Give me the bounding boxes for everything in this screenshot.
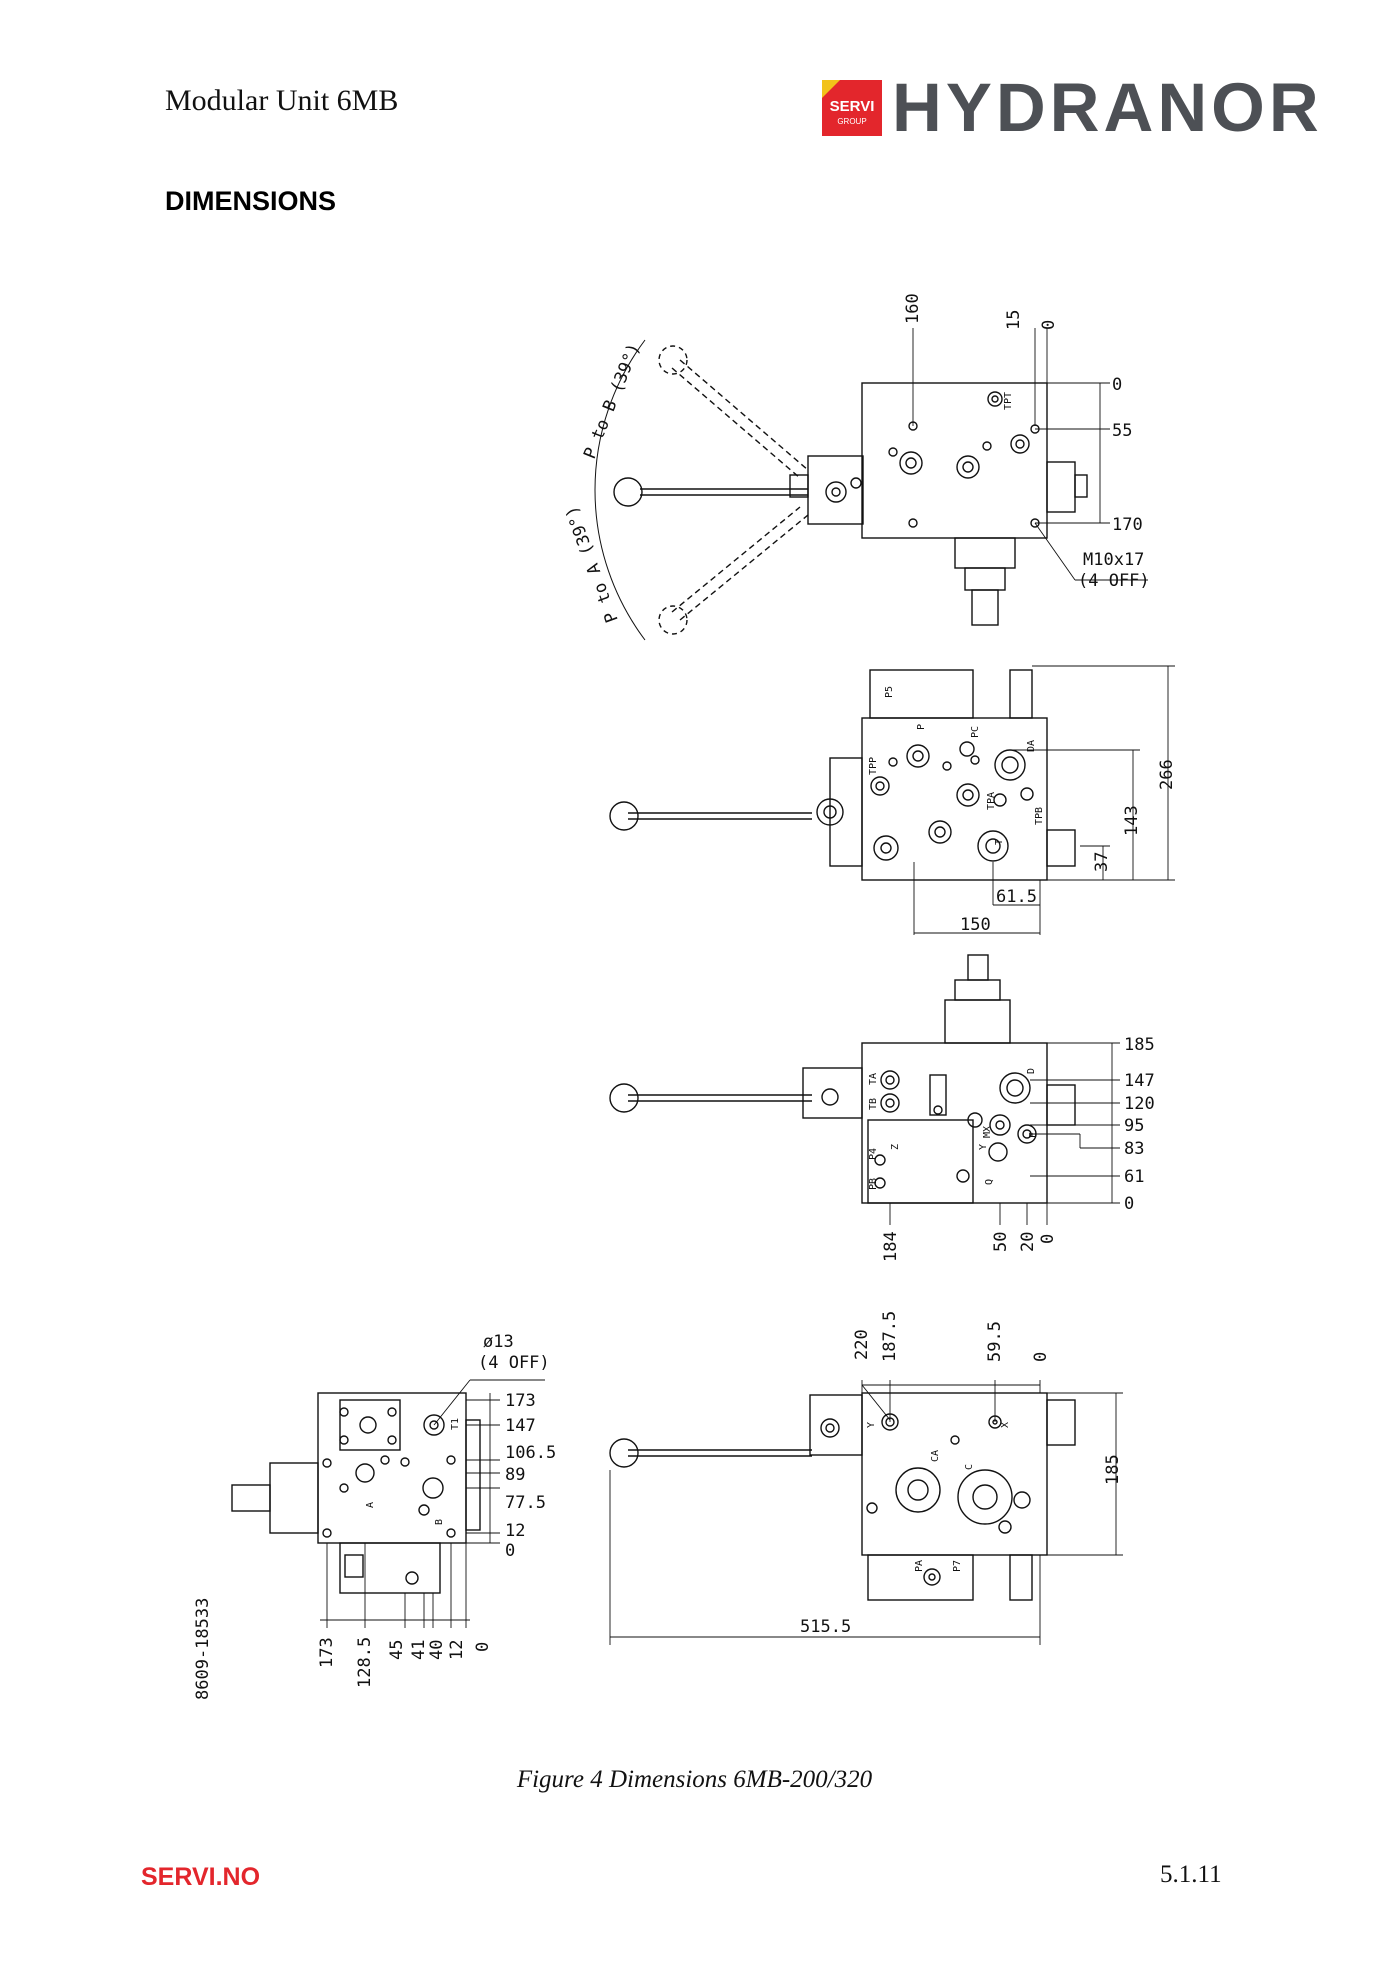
v4-port-y: Y: [866, 1422, 877, 1428]
v3-port-mx: MX: [982, 1126, 993, 1138]
v5-dim-right-3: 106.5: [505, 1443, 556, 1463]
footer-page-number: 5.1.11: [1160, 1861, 1222, 1888]
v2-dim-right-2: 143: [1122, 805, 1142, 836]
v4-port-x: X: [1000, 1422, 1011, 1428]
v1-port-label: TPT: [1003, 392, 1014, 410]
v1-note-line2: (4 OFF): [1078, 571, 1150, 591]
v4-port-p7: P7: [952, 1560, 963, 1572]
v4-dim-top-3: 59.5: [985, 1321, 1005, 1362]
v5-port-t1: T1: [450, 1418, 461, 1430]
v4-dim-right-1: 185: [1103, 1454, 1123, 1485]
v1-dim-top-1: 160: [903, 293, 923, 324]
v2-dim-right-3: 37: [1092, 852, 1112, 872]
v2-port-da: DA: [1026, 740, 1037, 752]
v1-arc-label-b: P to B (39°): [580, 340, 645, 461]
v3-dim-bottom-3: 20: [1018, 1232, 1038, 1252]
v2-dim-right-1: 266: [1157, 759, 1177, 790]
v4-dim-top-2: 187.5: [880, 1311, 900, 1362]
v2-port-t: T: [994, 839, 1005, 845]
v3-port-ta: TA: [868, 1073, 879, 1085]
v5-dim-bottom-7: 0: [473, 1642, 493, 1652]
hydranor-logo: SERVI GROUP HYDRANOR: [822, 72, 1332, 144]
v1-dim-right-1: 0: [1112, 375, 1122, 395]
v4-port-pa: PA: [914, 1560, 925, 1572]
logo-badge-subtext: GROUP: [837, 117, 866, 126]
v5-dim-bottom-6: 12: [447, 1640, 467, 1660]
v2-port-pc: PC: [970, 726, 981, 738]
v4-port-c: C: [964, 1464, 975, 1470]
servi-group-logo-icon: SERVI GROUP: [822, 80, 882, 136]
v1-dim-right-2: 55: [1112, 421, 1132, 441]
v4-dim-top-1: 220: [852, 1329, 872, 1360]
document-title: Modular Unit 6MB: [165, 84, 399, 117]
logo-badge-text: SERVI: [830, 98, 875, 115]
v5-dim-right-2: 147: [505, 1416, 536, 1436]
v1-dim-top-2: 15: [1004, 310, 1024, 330]
v5-dim-bottom-3: 45: [387, 1640, 407, 1660]
v3-port-pb: PB: [868, 1178, 879, 1190]
v5-dim-right-6: 12: [505, 1521, 525, 1541]
footer-website: SERVI.NO: [141, 1863, 261, 1891]
v4-port-ca: CA: [930, 1450, 941, 1462]
v3-dim-right-1: 185: [1124, 1035, 1155, 1055]
v3-dim-bottom-1: 184: [881, 1231, 901, 1262]
v5-port-a: A: [365, 1502, 376, 1508]
view-side: [231, 1379, 545, 1628]
v3-dim-right-2: 147: [1124, 1071, 1155, 1091]
v2-port-p5: P5: [884, 686, 895, 698]
v5-dim-bottom-4: 41: [409, 1640, 429, 1660]
v3-port-tb: TB: [868, 1098, 879, 1110]
v5-dim-bottom-1: 173: [317, 1637, 337, 1668]
v5-dim-right-7: 0: [505, 1541, 515, 1561]
v2-port-p: P: [916, 724, 927, 730]
v4-dim-bottom-1: 515.5: [800, 1617, 851, 1637]
v5-dim-right-4: 89: [505, 1465, 525, 1485]
section-heading: DIMENSIONS: [165, 186, 337, 216]
v2-port-tpp: TPP: [868, 757, 879, 775]
v3-port-d: D: [1026, 1068, 1037, 1074]
logo-brand-text: HYDRANOR: [892, 69, 1323, 146]
view-bottom: [609, 954, 1120, 1225]
v4-dim-top-4: 0: [1031, 1352, 1051, 1362]
v3-dim-right-3: 120: [1124, 1094, 1155, 1114]
v3-dim-right-7: 0: [1124, 1194, 1134, 1214]
v3-dim-right-5: 83: [1124, 1139, 1144, 1159]
v5-port-b: B: [434, 1519, 445, 1525]
v5-dim-bottom-5: 40: [427, 1640, 447, 1660]
v5-note-line1: ø13: [483, 1332, 514, 1352]
v1-dim-right-3: 170: [1112, 515, 1143, 535]
v3-port-e: E: [1028, 1132, 1039, 1138]
v2-port-tpa: TPA: [986, 792, 997, 810]
v1-note-line1: M10x17: [1083, 550, 1144, 570]
v5-note-line2: (4 OFF): [478, 1353, 550, 1373]
v5-dim-right-5: 77.5: [505, 1493, 546, 1513]
v2-dim-bottom-1: 61.5: [996, 887, 1037, 907]
v3-port-q: Q: [984, 1179, 995, 1185]
v2-port-tpb: TPB: [1034, 807, 1045, 825]
v5-dim-right-1: 173: [505, 1391, 536, 1411]
v3-port-z: Z: [890, 1144, 901, 1150]
v3-dim-right-4: 95: [1124, 1116, 1144, 1136]
v3-dim-bottom-2: 50: [991, 1232, 1011, 1252]
v1-dim-top-3: 0: [1039, 320, 1059, 330]
v3-dim-bottom-4: 0: [1038, 1234, 1058, 1244]
view-rear: [609, 1380, 1123, 1645]
drawing-number: 8609-18533: [193, 1598, 213, 1700]
v3-port-y: Y: [978, 1144, 989, 1150]
v3-port-p4: P4: [868, 1148, 879, 1160]
view-top: [594, 328, 1148, 641]
figure-caption: Figure 4 Dimensions 6MB-200/320: [516, 1766, 873, 1793]
view-front: [609, 665, 1175, 935]
v5-dim-bottom-2: 128.5: [355, 1637, 375, 1688]
v3-dim-right-6: 61: [1124, 1167, 1144, 1187]
v2-dim-bottom-2: 150: [960, 915, 991, 935]
v1-arc-label-a: P to A (39°): [562, 503, 623, 625]
